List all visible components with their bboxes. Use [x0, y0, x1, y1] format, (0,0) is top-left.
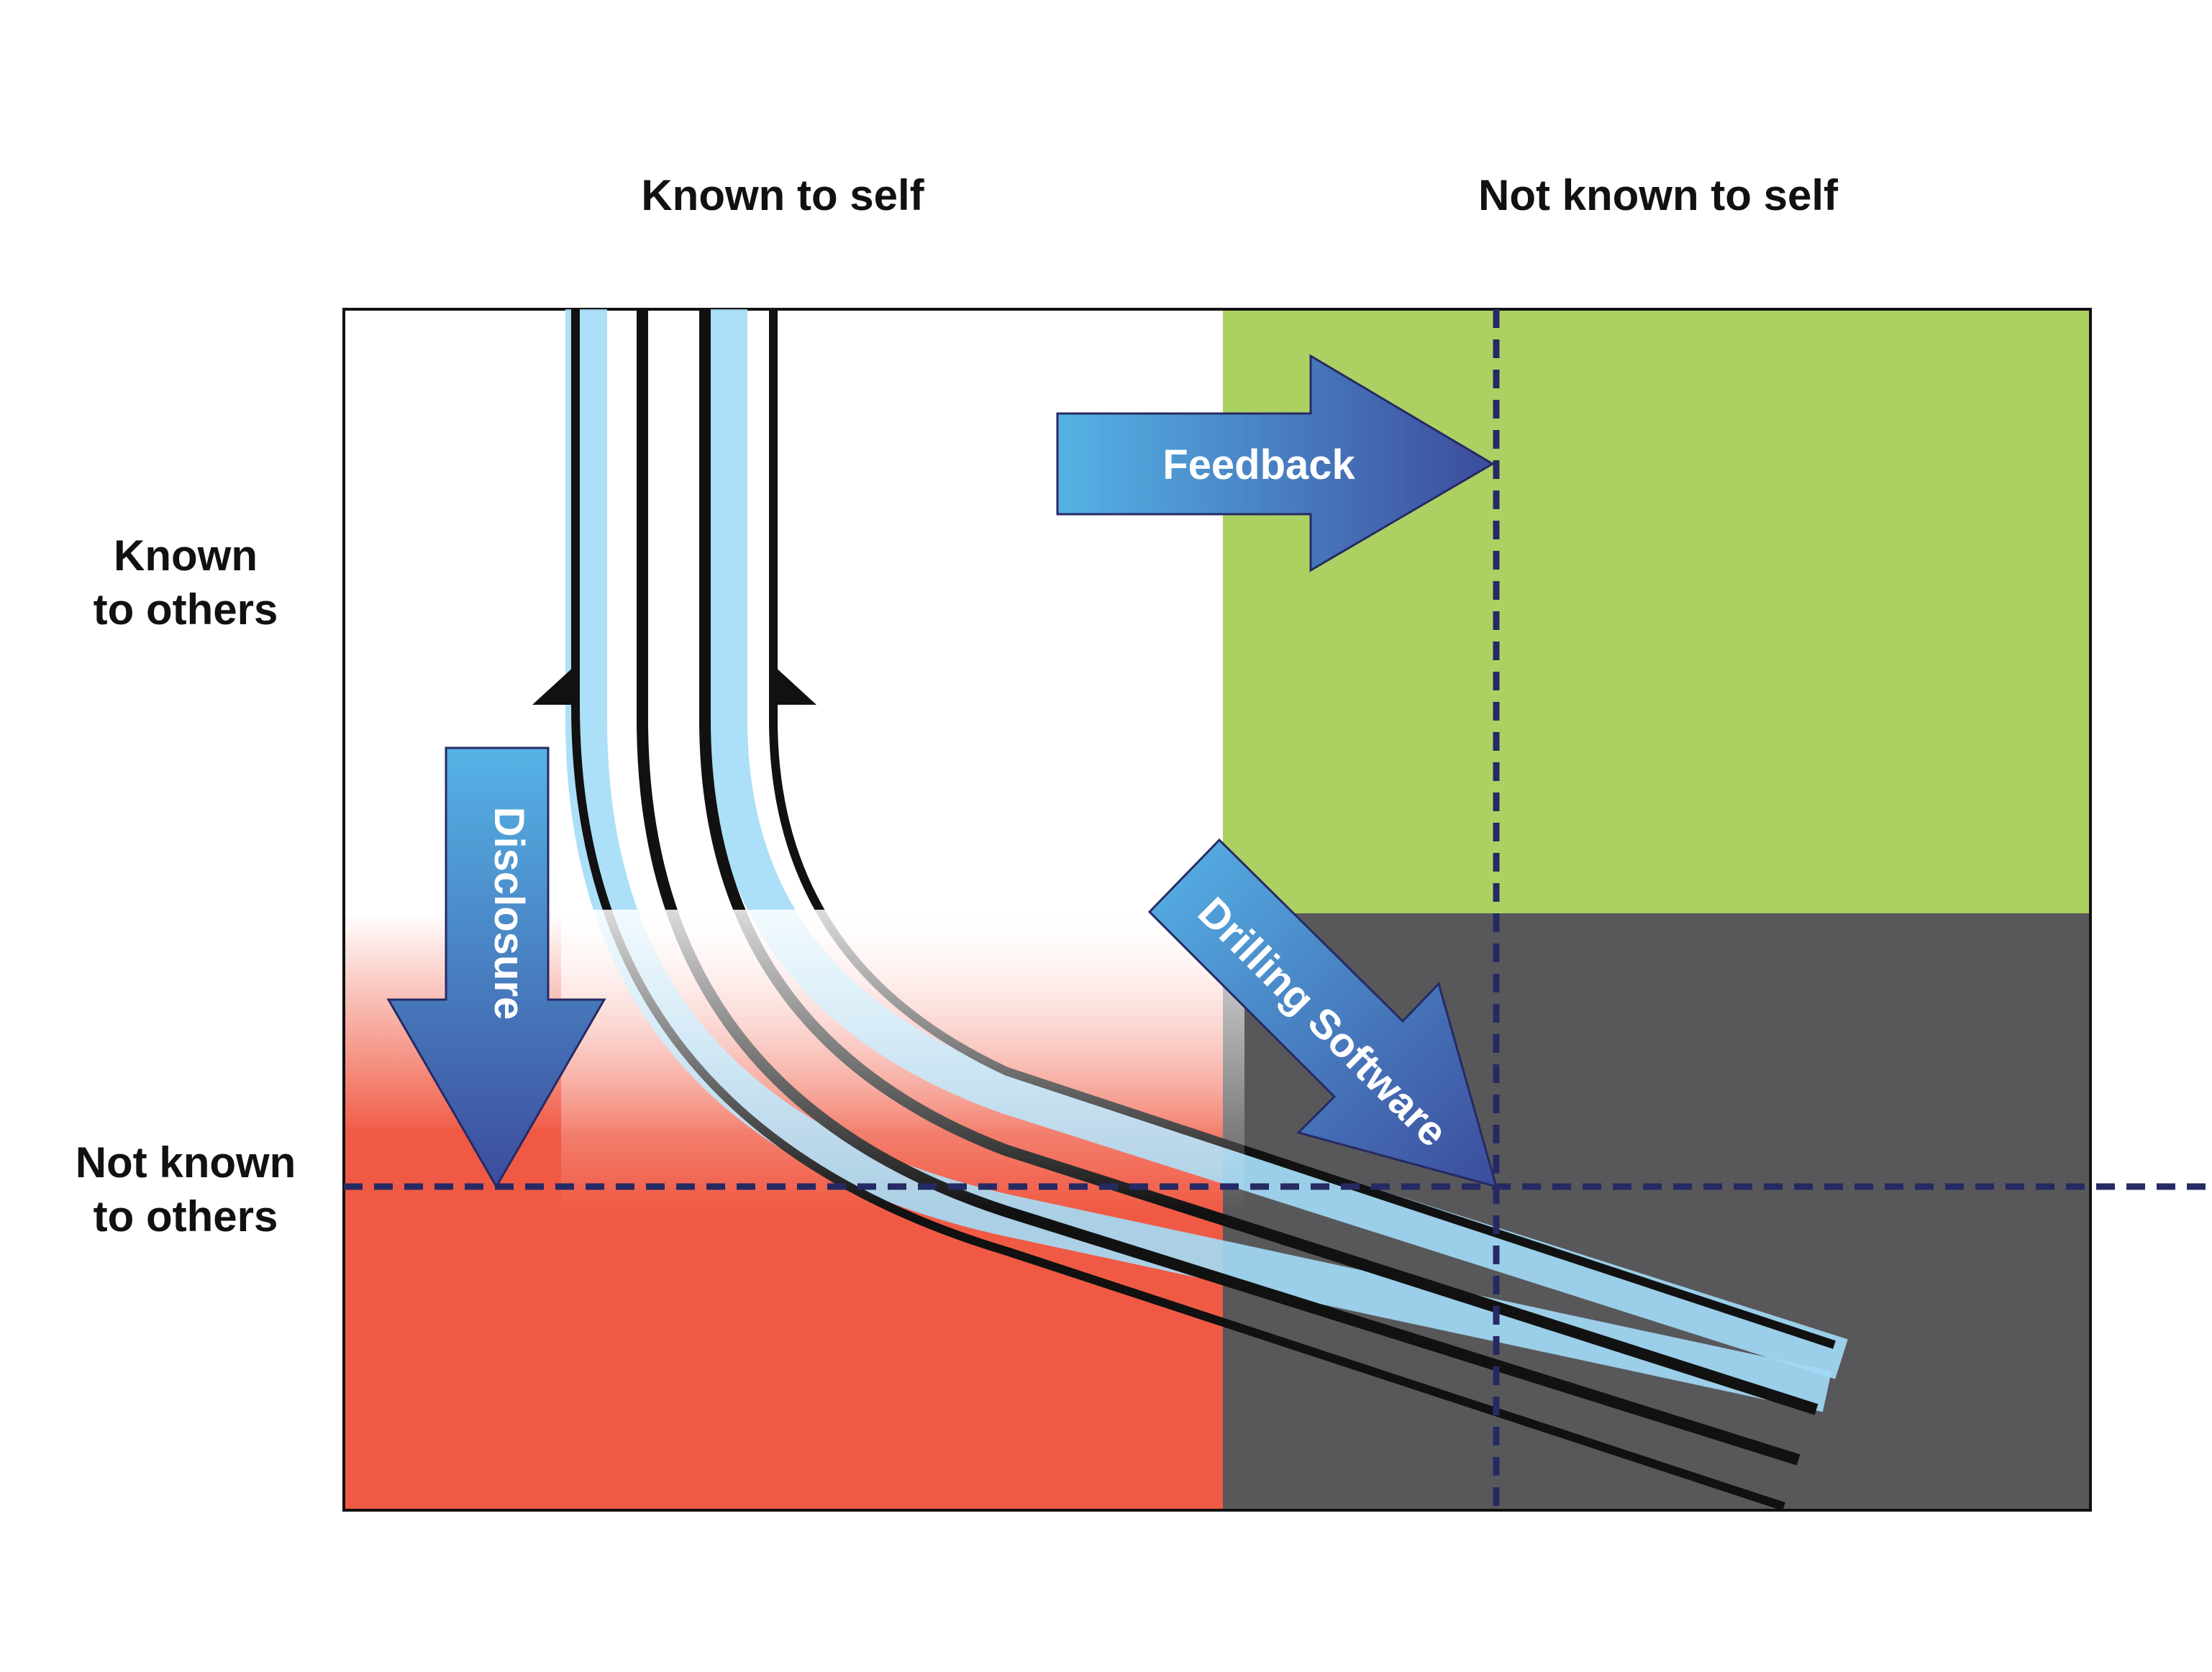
column-header-known-to-self: Known to self: [641, 171, 924, 219]
feedback-label: Feedback: [1162, 442, 1355, 488]
row-header-known-line1: Known: [114, 531, 258, 580]
row-header-known-line2: to others: [94, 585, 278, 634]
pipe-arrowhead-right: [773, 665, 816, 705]
pipe-stream: [561, 309, 1848, 1510]
feedback-arrow: Feedback: [1056, 354, 1495, 572]
disclosure-label: Disclosure: [486, 807, 532, 1020]
column-header-not-known-to-self: Not known to self: [1478, 171, 1839, 219]
disclosure-arrow: Disclosure: [386, 746, 606, 1189]
row-header-not-known-line2: to others: [94, 1192, 278, 1241]
row-header-not-known-line1: Not known: [76, 1138, 296, 1187]
window-frame: [342, 308, 2092, 1512]
pipe-arrowhead-left: [532, 665, 575, 705]
